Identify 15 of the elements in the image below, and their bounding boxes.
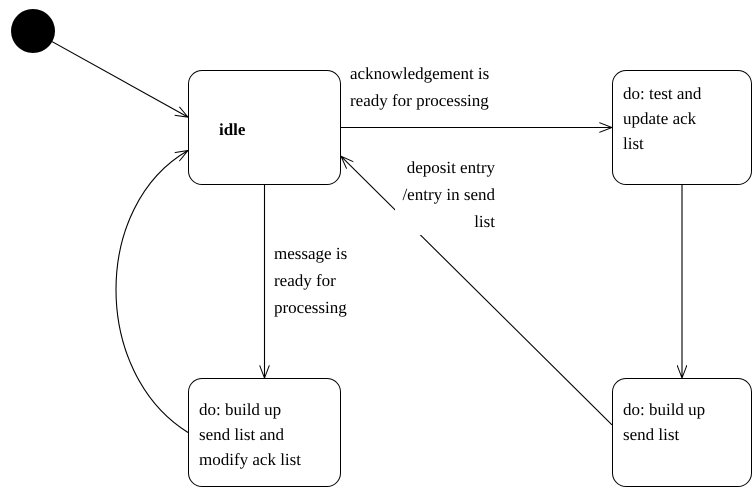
transition-arrow [340,156,612,426]
transition-arrow [259,185,270,378]
state-box [188,378,341,487]
state-box [188,70,341,185]
state-activity: do: test and update ack list [623,83,702,155]
state-activity: do: build up send list and modify ack list [199,399,302,471]
transition-arrow [52,41,188,118]
transition-arrow [115,150,188,433]
initial-state-dot [11,9,55,53]
transition-arrow [676,185,688,378]
state-box [612,70,752,185]
state-activity: do: build up send list [623,399,706,446]
transition-arrow [341,122,612,133]
state-box [612,378,752,487]
state-name: idle [219,119,246,141]
